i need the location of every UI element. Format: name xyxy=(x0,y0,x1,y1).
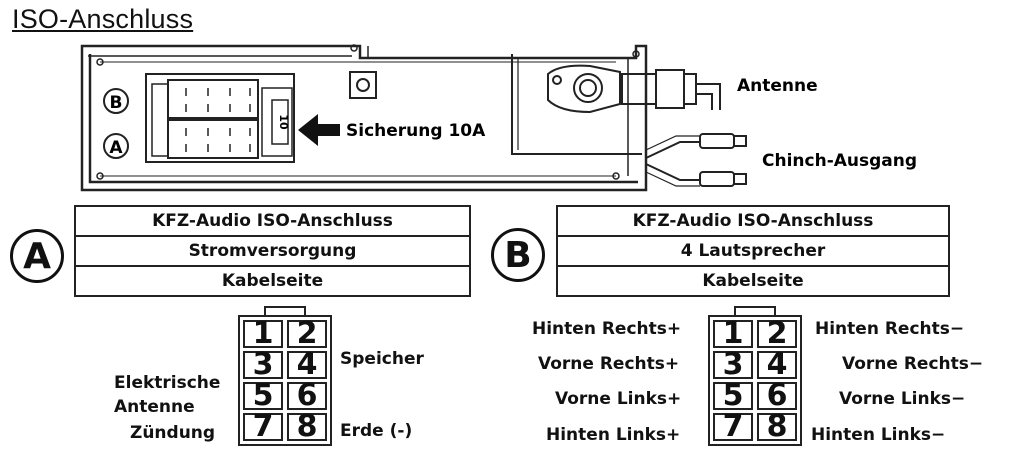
cinch-label: Chinch-Ausgang xyxy=(762,151,917,171)
pin-8: 8 xyxy=(287,412,327,442)
pin-grid: 1 2 3 4 5 6 7 8 xyxy=(708,315,802,446)
section-a-row-2: Stromversorgung xyxy=(76,237,469,267)
page-title: ISO-Anschluss xyxy=(12,4,194,34)
connector-tab xyxy=(264,306,306,317)
fuse-arrow xyxy=(298,114,340,146)
antenna-label: Antenne xyxy=(737,76,818,96)
screw-holes xyxy=(96,44,640,180)
port-b-marker: B xyxy=(103,88,129,114)
section-a-pin7-label: Zündung xyxy=(130,423,216,443)
port-b-label: B xyxy=(110,93,123,113)
pin-4: 4 xyxy=(287,350,327,380)
radio-rear-diagram: B A 10 Sicherung 10A xyxy=(80,44,917,192)
chassis-outline xyxy=(80,44,648,192)
pin-2: 2 xyxy=(287,319,327,349)
section-b-pin1-label: Hinten Rechts+ xyxy=(532,319,682,339)
section-a-pin5-label-line2: Antenne xyxy=(114,397,195,417)
pin-5: 5 xyxy=(713,381,753,411)
pin-grid: 1 2 3 4 5 6 7 8 xyxy=(238,315,332,446)
section-a-pin4-label: Speicher xyxy=(340,349,424,369)
section-b-row-1: KFZ-Audio ISO-Anschluss xyxy=(558,207,948,237)
iso-pin-marks xyxy=(185,88,251,152)
section-a-badge: A xyxy=(10,229,64,283)
section-a-pin5-label-line1: Elektrische xyxy=(114,373,221,393)
section-b-row-2: 4 Lautsprecher xyxy=(558,237,948,267)
section-a-connector: 1 2 3 4 5 6 7 8 xyxy=(238,306,332,450)
reset-square xyxy=(349,71,377,99)
pin-3: 3 xyxy=(713,350,753,380)
section-b-row-3: Kabelseite xyxy=(702,271,804,291)
pin-7: 7 xyxy=(243,412,283,442)
port-a-label: A xyxy=(109,138,123,158)
pin-4: 4 xyxy=(757,350,797,380)
rear-right-box xyxy=(511,54,642,155)
section-b-pin5-label: Vorne Links+ xyxy=(555,389,682,409)
section-b-table: KFZ-Audio ISO-Anschluss 4 Lautsprecher K… xyxy=(556,205,950,297)
section-b-badge: B xyxy=(491,228,545,282)
pin-1: 1 xyxy=(243,319,283,349)
iso-connector-block xyxy=(145,73,295,163)
fuse: 10 xyxy=(271,99,290,145)
fuse-value: 10 xyxy=(277,114,290,130)
section-b-connector: 1 2 3 4 5 6 7 8 xyxy=(708,306,802,450)
section-b-pin6-label: Vorne Links− xyxy=(839,389,966,409)
section-a-table: KFZ-Audio ISO-Anschluss Stromversorgung … xyxy=(74,205,471,297)
connector-tab xyxy=(734,306,776,317)
section-b-pin7-label: Hinten Links+ xyxy=(546,425,681,445)
section-a-row-1: KFZ-Audio ISO-Anschluss xyxy=(76,207,469,237)
section-b-pin3-label: Vorne Rechts+ xyxy=(538,354,680,374)
pin-2: 2 xyxy=(757,319,797,349)
cinch-connectors xyxy=(645,133,747,187)
section-a-pin8-label: Erde (-) xyxy=(340,421,413,441)
pin-6: 6 xyxy=(757,381,797,411)
pin-8: 8 xyxy=(757,412,797,442)
section-b-pin2-label: Hinten Rechts− xyxy=(815,319,965,339)
port-a-marker: A xyxy=(103,133,129,159)
section-a-row-3: Kabelseite xyxy=(221,271,324,291)
pin-5: 5 xyxy=(243,381,283,411)
section-b-pin4-label: Vorne Rechts− xyxy=(842,354,984,374)
pin-6: 6 xyxy=(287,381,327,411)
pin-7: 7 xyxy=(713,412,753,442)
section-b-pin8-label: Hinten Links− xyxy=(811,425,946,445)
pin-3: 3 xyxy=(243,350,283,380)
fuse-label: Sicherung 10A xyxy=(346,121,486,141)
pin-1: 1 xyxy=(713,319,753,349)
antenna-socket xyxy=(547,64,721,114)
